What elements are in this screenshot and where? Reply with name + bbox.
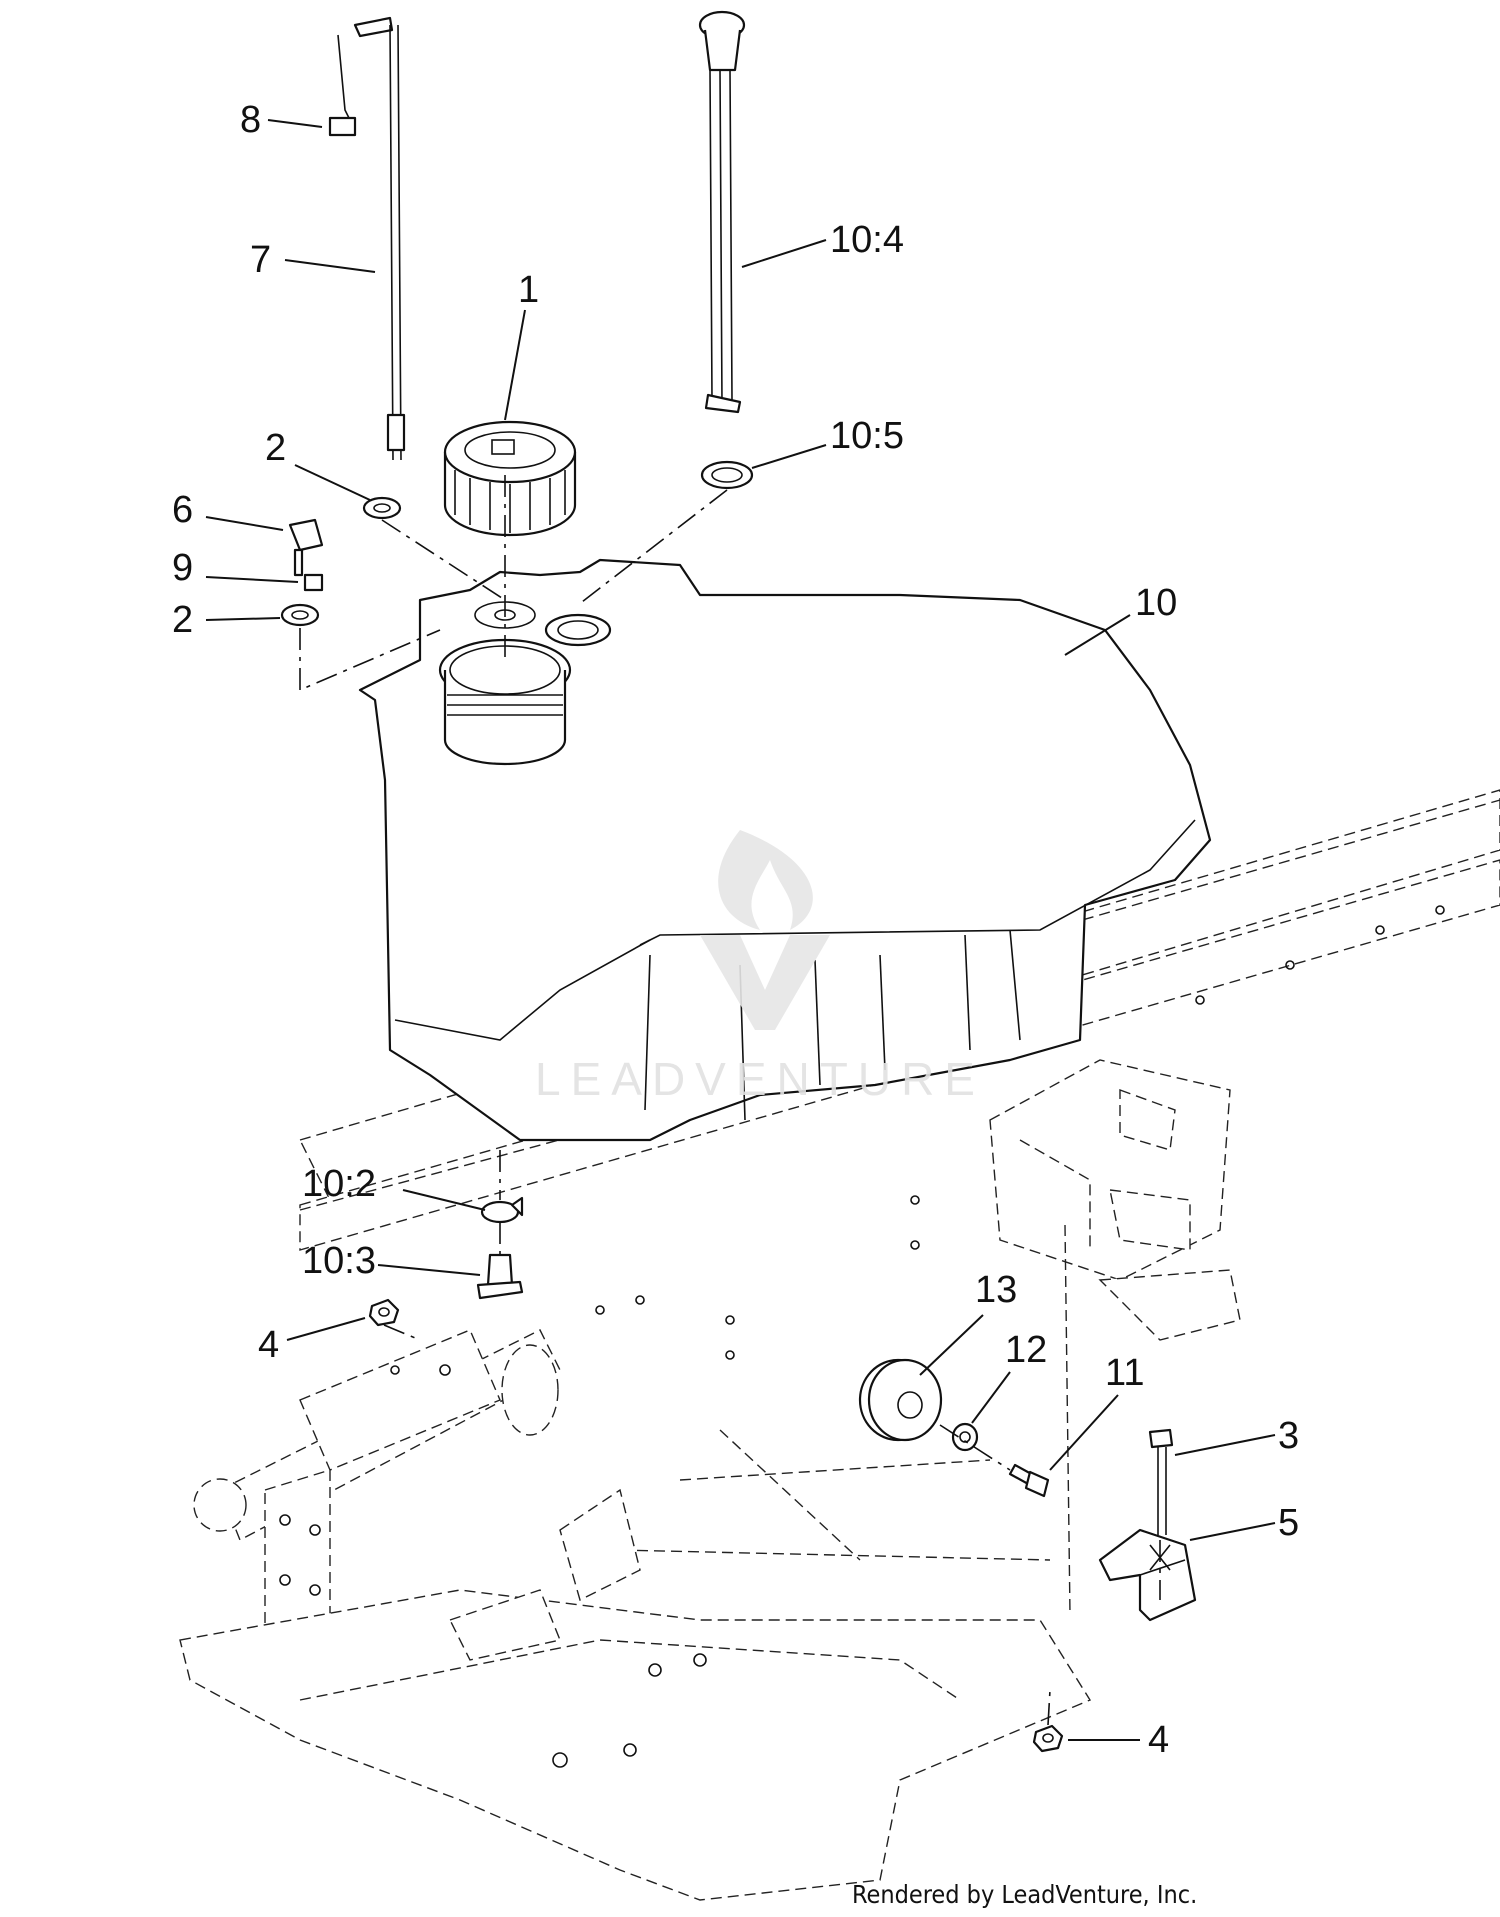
- clamp-9: [303, 573, 324, 592]
- callout-10-4: 10:4: [830, 219, 904, 261]
- callout-8: 8: [240, 99, 261, 141]
- callout-10-3: 10:3: [302, 1240, 376, 1282]
- bolt-3: [1148, 1428, 1174, 1535]
- clamp-8: [328, 116, 357, 137]
- grommet-2-upper: [362, 496, 402, 520]
- callout-6: 6: [172, 489, 193, 531]
- render-credit: Rendered by LeadVenture, Inc.: [852, 1880, 1198, 1909]
- leadventure-watermark: LEADVENTURE: [535, 830, 985, 1105]
- watermark-text: LEADVENTURE: [535, 1053, 985, 1105]
- nut-4-lower: [1032, 1724, 1064, 1753]
- callout-11: 11: [1105, 1352, 1144, 1394]
- callout-13: 13: [975, 1269, 1017, 1311]
- callout-10: 10: [1135, 582, 1177, 624]
- callout-9: 9: [172, 547, 193, 589]
- callout-7: 7: [250, 239, 271, 281]
- callout-10-2: 10:2: [302, 1163, 376, 1205]
- assembly-lines: [299, 475, 1161, 1726]
- grommet-10-5: [700, 460, 754, 490]
- callout-4-upper: 4: [258, 1324, 279, 1366]
- callout-3: 3: [1278, 1415, 1299, 1457]
- washer-12: [951, 1422, 979, 1452]
- callout-4-lower: 4: [1148, 1719, 1169, 1761]
- callout-2-upper: 2: [265, 427, 286, 469]
- fuel-sender: [698, 10, 746, 414]
- fuel-tank: [358, 558, 1212, 1142]
- bolt-11: [1008, 1463, 1050, 1498]
- fitting-6: [288, 518, 324, 577]
- callout-1: 1: [518, 269, 539, 311]
- callout-5: 5: [1278, 1502, 1299, 1544]
- nut-4-upper: [368, 1298, 400, 1327]
- vent-tube: [337, 16, 406, 461]
- callout-12: 12: [1005, 1329, 1047, 1371]
- callout-10-5: 10:5: [830, 415, 904, 457]
- hose-clamp-10-2: [480, 1196, 524, 1224]
- bracket-5: [1098, 1528, 1197, 1622]
- spacer-13: [858, 1358, 943, 1442]
- leader-lines: [205, 119, 1276, 1741]
- callout-2-lower: 2: [172, 599, 193, 641]
- grommet-2-lower: [280, 603, 320, 627]
- fuel-cap: [443, 420, 577, 537]
- valve-10-3: [476, 1253, 524, 1300]
- callout-labels: 8 7 1 10:4 10:5 2 6 9 2 10 10:2 10:3 4 1…: [172, 99, 1299, 1761]
